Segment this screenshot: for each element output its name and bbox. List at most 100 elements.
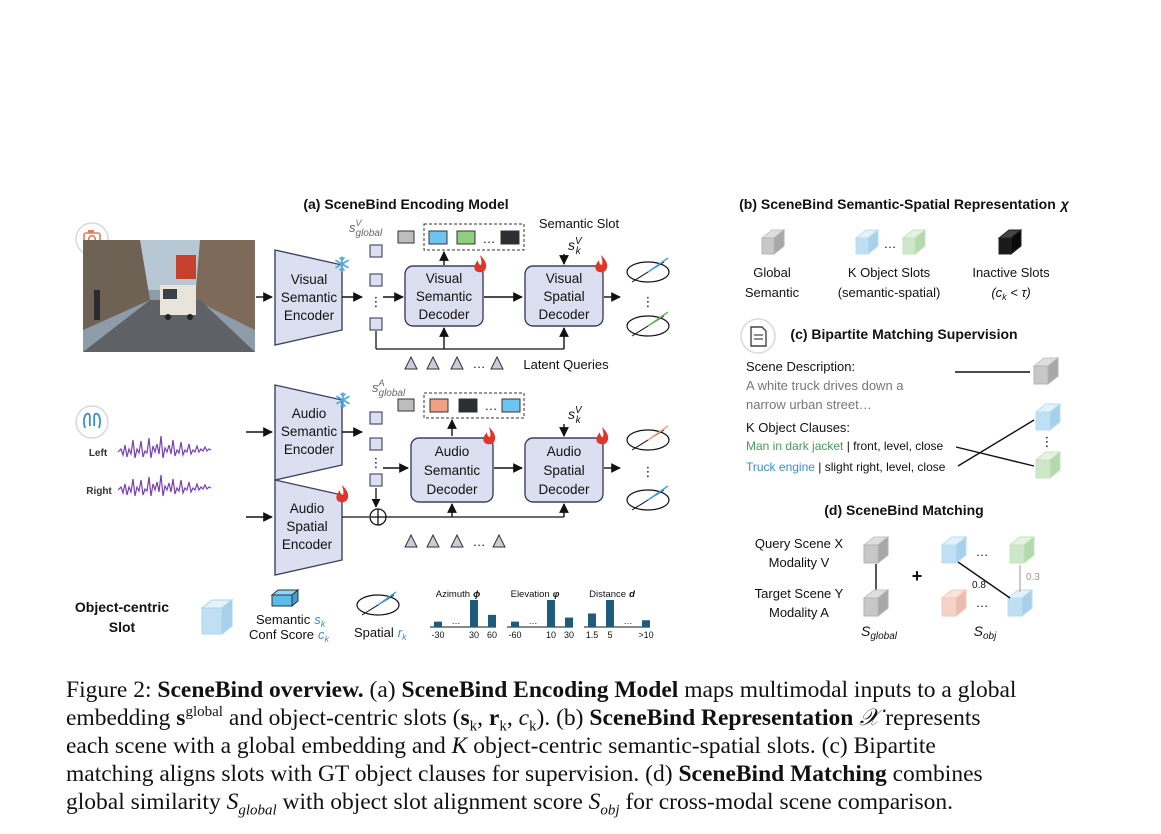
caption-segment: Figure 2: [66, 677, 158, 703]
chart-bar [642, 620, 650, 627]
scene-description-line1: A white truck drives down a [746, 378, 904, 393]
chart-bar [470, 600, 478, 627]
visual-semantic-decoder [404, 265, 484, 327]
caption-line: Figure 2: SceneBind overview. (a) SceneB… [66, 676, 1096, 704]
caption-segment: matching aligns slots with GT object cla… [66, 761, 679, 787]
aspd-line1: Audio [547, 444, 582, 459]
s-global-label: Sglobal [861, 623, 898, 642]
vspd-line1: Visual [546, 271, 583, 286]
inactive-label: Inactive Slots [972, 265, 1050, 280]
aspd-line3: Decoder [538, 482, 590, 497]
chart-ellipsis: … [529, 616, 538, 626]
caption-line: matching aligns slots with GT object cla… [66, 760, 1096, 788]
caption-segment: , [506, 705, 519, 731]
caption-segment: for cross-modal scene comparison. [619, 789, 954, 815]
spatial-legend-ellipse [356, 591, 400, 616]
visual-semantic-encoder [274, 249, 343, 346]
caption-segment: object-centric semantic-spatial slots. (… [467, 733, 936, 759]
clause-2: Truck engine | slight right, level, clos… [746, 460, 946, 474]
caption-segment: S [588, 789, 601, 815]
semantic-slot-box [423, 223, 525, 251]
ear-icon [75, 405, 109, 439]
matching-cubes: ⋮ [1032, 356, 1062, 480]
caption-segment: s [176, 705, 186, 731]
inactive-condition: (ck < τ) [991, 285, 1030, 302]
k-object-clauses-label: K Object Clauses: [746, 420, 850, 435]
visual-slot-cubes: … [397, 230, 520, 246]
trainable-fire-icon [595, 255, 608, 273]
caption-segment: maps multimodal inputs to a global [678, 677, 1017, 703]
chart-tick-label: 1.5 [586, 630, 599, 640]
inactive-slot-cube [997, 228, 1023, 256]
vspd-line3: Decoder [538, 307, 590, 322]
audio-latent-queries [404, 533, 506, 548]
caption-segment: global [238, 802, 277, 819]
score-0-3: 0.3 [1026, 572, 1040, 583]
legend-slot: Slot [109, 619, 136, 635]
left-channel-label: Left [89, 448, 108, 459]
clause-1: Man in dark jacket | front, level, close [746, 439, 944, 453]
right-channel-label: Right [86, 486, 112, 497]
caption-segment: with object slot alignment score [276, 789, 589, 815]
panel-c-title: (c) Bipartite Matching Supervision [790, 326, 1017, 342]
score-0-8: 0.8 [972, 580, 986, 591]
panel-d-title: (d) SceneBind Matching [824, 502, 983, 518]
s-obj-label: Sobj [974, 623, 997, 642]
chart-tick-label: >10 [638, 630, 653, 640]
caption-segment: 𝒳 [859, 705, 880, 731]
chart-tick-label: -30 [431, 630, 444, 640]
left-waveform [117, 435, 212, 459]
ase-line2: Semantic [281, 424, 338, 439]
caption-segment: embedding [66, 705, 177, 731]
caption-segment: ). (b) [536, 705, 590, 731]
street-scene-image [83, 240, 255, 352]
svg-text:⋮: ⋮ [642, 294, 655, 309]
caption-segment: k [469, 718, 478, 735]
global-semantic-cube [760, 228, 786, 256]
semantic-label: Semantic [745, 285, 800, 300]
visual-encoder-line3: Encoder [284, 308, 335, 323]
chart-ellipsis: … [624, 616, 633, 626]
caption-segment: , [477, 705, 489, 731]
query-scene-label: Query Scene X [755, 536, 843, 551]
aspe-line2: Spatial [286, 519, 327, 534]
panel-b-title: (b) SceneBind Semantic-Spatial Represent… [739, 196, 1070, 212]
caption-segment: combines [886, 761, 983, 787]
caption-segment: (a) [363, 677, 402, 703]
caption-segment: global similarity [66, 789, 227, 815]
audio-spatial-outputs: ⋮ [626, 425, 670, 511]
semantic-spatial-label: (semantic-spatial) [838, 285, 941, 300]
trainable-fire-icon [483, 427, 496, 445]
asd-line1: Audio [435, 444, 470, 459]
caption-line: global similarity Sglobal with object sl… [66, 788, 1096, 819]
svg-text:…: … [884, 236, 897, 251]
visual-spatial-decoder [524, 265, 604, 327]
vsd-line3: Decoder [418, 307, 470, 322]
caption-line: each scene with a global embedding and K… [66, 732, 1096, 760]
audio-slot-box [423, 392, 525, 419]
caption-segment: c [518, 705, 530, 731]
caption-line: embedding sglobal and object-centric slo… [66, 704, 1096, 735]
vsd-line2: Semantic [416, 289, 473, 304]
chart-ellipsis: … [452, 616, 461, 626]
figure-diagram: (a) SceneBind Encoding Model Visual Sema… [75, 196, 1070, 644]
audio-spatial-decoder [524, 437, 604, 503]
chart-bar [565, 617, 573, 627]
semantic-slot-legend-cube [270, 588, 300, 608]
audio-spatial-encoder [274, 479, 343, 576]
legend-object-centric: Object-centric [75, 599, 169, 615]
global-label: Global [753, 265, 791, 280]
chart-tick-label: 30 [564, 630, 574, 640]
chart-bar [547, 600, 555, 627]
vsd-line1: Visual [426, 271, 463, 286]
audio-slot-cubes: … [397, 398, 521, 413]
object-match-cubes: … … [940, 535, 1036, 618]
caption-segment: represents [879, 705, 981, 731]
